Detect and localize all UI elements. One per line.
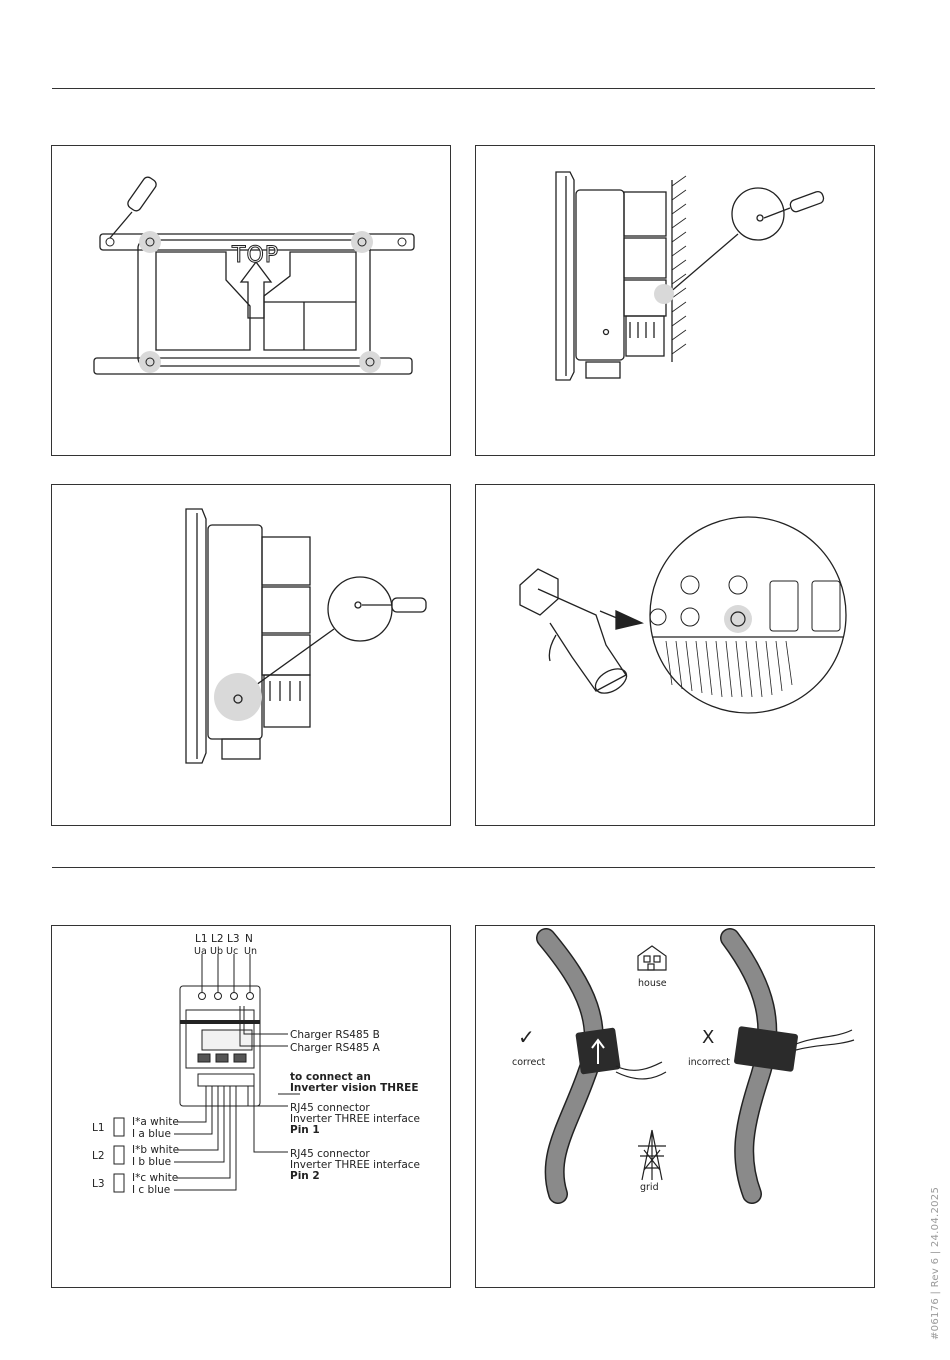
incorrect-mark: X bbox=[702, 1027, 715, 1048]
panel-connector-detail bbox=[475, 484, 875, 826]
inverter-grounding-illustration bbox=[185, 508, 427, 764]
meter-wiring-illustration bbox=[113, 954, 300, 1193]
ct-phase-l3: L3 bbox=[92, 1178, 105, 1190]
grid-label: grid bbox=[640, 1182, 659, 1193]
rs485-b-label: Charger RS485 B bbox=[290, 1029, 380, 1041]
mounting-bracket-illustration: TOP bbox=[93, 176, 415, 375]
section-rule-middle bbox=[52, 867, 875, 868]
panel-clamp-orientation: house grid ✓ correct X incorrect bbox=[475, 925, 875, 1288]
phase-label-l2: L2 bbox=[211, 933, 224, 945]
rj45-pin1-line1: RJ45 connector bbox=[290, 1102, 370, 1114]
house-icon bbox=[637, 945, 667, 971]
voltage-label-ub: Ub bbox=[210, 946, 223, 957]
voltage-label-uc: Uc bbox=[226, 946, 239, 957]
panel-inverter-grounding bbox=[51, 484, 451, 826]
voltage-label-ua: Ua bbox=[194, 946, 207, 957]
grid-tower-icon bbox=[638, 1129, 666, 1181]
clamp-orientation-illustration bbox=[536, 928, 855, 1204]
ct-phase-l2: L2 bbox=[92, 1150, 105, 1162]
connect-label-line2: Inverter vision THREE bbox=[290, 1082, 419, 1094]
ct-l1-blue: I a blue bbox=[132, 1128, 171, 1140]
phase-label-l1: L1 bbox=[195, 933, 208, 945]
panel-meter-wiring: L1 L2 L3 N Ua Ub Uc Un Charger RS485 B C… bbox=[51, 925, 451, 1288]
ct-phase-l1: L1 bbox=[92, 1122, 105, 1134]
rs485-a-label: Charger RS485 A bbox=[290, 1042, 380, 1054]
ct-clamp-correct-icon bbox=[575, 1027, 667, 1080]
ct-l3-blue: I c blue bbox=[132, 1184, 171, 1196]
phase-label-l3: L3 bbox=[227, 933, 240, 945]
correct-mark: ✓ bbox=[518, 1025, 535, 1049]
panel-inverter-wall bbox=[475, 145, 875, 456]
correct-label: correct bbox=[512, 1057, 546, 1068]
phase-label-n: N bbox=[245, 933, 253, 945]
ct-l2-blue: I b blue bbox=[132, 1156, 172, 1168]
inverter-wall-illustration bbox=[555, 171, 825, 381]
section-rule-top bbox=[52, 88, 875, 89]
house-label: house bbox=[638, 978, 667, 989]
ct-l3-white: I*c white bbox=[132, 1172, 179, 1184]
voltage-label-un: Un bbox=[244, 946, 257, 957]
top-label: TOP bbox=[231, 243, 279, 268]
screwdriver-icon bbox=[756, 190, 825, 222]
screwdriver-icon bbox=[354, 597, 427, 613]
rj45-pin2-line1: RJ45 connector bbox=[290, 1148, 370, 1160]
panel-mounting-bracket: TOP bbox=[51, 145, 451, 456]
rj45-pin2-line2: Inverter THREE interface bbox=[290, 1159, 421, 1171]
screwdriver-icon bbox=[109, 176, 157, 239]
connect-label-line1: to connect an bbox=[290, 1071, 371, 1083]
rj45-pin2-line3: Pin 2 bbox=[290, 1170, 320, 1182]
document-revision-code: #06176 | Rev 6 | 24.04.2025 bbox=[930, 1186, 941, 1340]
ct-clamp-incorrect-icon bbox=[734, 1026, 855, 1072]
rj45-pin1-line2: Inverter THREE interface bbox=[290, 1113, 421, 1125]
ct-l1-white: I*a white bbox=[132, 1116, 179, 1128]
screw-highlights bbox=[105, 231, 407, 373]
ct-l2-white: I*b white bbox=[132, 1144, 180, 1156]
connector-detail-illustration bbox=[519, 516, 847, 714]
rj45-pin1-line3: Pin 1 bbox=[290, 1124, 320, 1136]
incorrect-label: incorrect bbox=[688, 1057, 730, 1068]
